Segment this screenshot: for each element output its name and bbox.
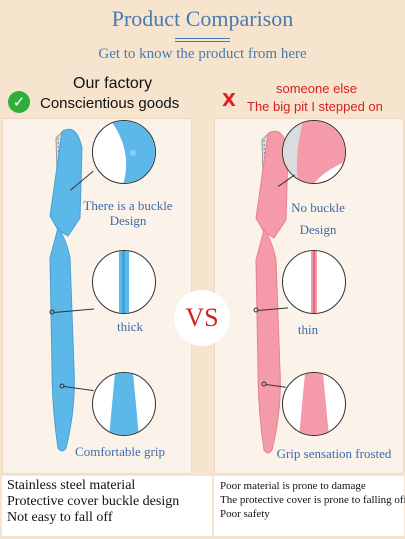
thickness-detail-bubble xyxy=(92,250,156,314)
vs-badge xyxy=(174,290,230,346)
summary-item: Poor safety xyxy=(220,508,270,520)
title-divider xyxy=(175,38,230,39)
check-icon: ✓ xyxy=(8,91,30,113)
page-subtitle: Get to know the product from here xyxy=(98,46,307,62)
summary-item: Not easy to fall off xyxy=(7,510,113,525)
left-feature-label: There is a buckle Design xyxy=(83,198,173,228)
right-column-name: someone else xyxy=(276,81,357,96)
left-column-tagline: Conscientious goods xyxy=(40,95,180,112)
buckle-detail-bubble xyxy=(92,120,156,184)
vs-label: VS xyxy=(185,303,219,332)
summary-item: Poor material is prone to damage xyxy=(220,480,366,492)
x-icon: X xyxy=(222,90,236,111)
right-razor-illustration xyxy=(253,130,289,454)
title-divider xyxy=(175,41,230,42)
right-summary-list: Poor material is prone to damage The pro… xyxy=(214,476,405,536)
right-feature-label: thin xyxy=(297,322,319,337)
no-buckle-detail-bubble xyxy=(282,120,346,184)
left-feature-label: Comfortable grip xyxy=(75,444,165,459)
right-feature-label: Grip sensation frosted xyxy=(276,446,392,461)
thinness-detail-bubble xyxy=(282,250,346,314)
left-column-name: Our factory xyxy=(73,75,153,92)
grip-detail-bubble xyxy=(92,372,156,436)
right-column-tagline: The big pit I stepped on xyxy=(247,99,383,114)
summary-item: The protective cover is prone to falling… xyxy=(220,494,405,506)
summary-item: Protective cover buckle design xyxy=(7,494,180,509)
right-feature-label: No buckle Design xyxy=(291,200,345,237)
left-feature-label: thick xyxy=(117,319,143,334)
summary-item: Stainless steel material xyxy=(7,478,136,493)
left-summary-list: Stainless steel material Protective cove… xyxy=(2,476,212,536)
left-razor-illustration xyxy=(49,128,83,452)
page-title: Product Comparison xyxy=(111,6,294,31)
frosted-grip-detail-bubble xyxy=(282,372,346,436)
